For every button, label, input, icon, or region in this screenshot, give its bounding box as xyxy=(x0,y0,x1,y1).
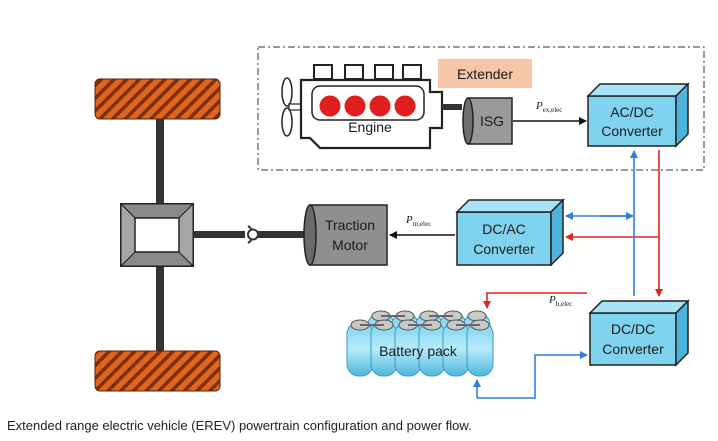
piston-3 xyxy=(369,95,391,117)
acdc-line2: Converter xyxy=(601,123,663,139)
p-b-elec-label: Pb,elec xyxy=(548,294,572,308)
piston-1 xyxy=(319,95,341,117)
figure-caption: Extended range electric vehicle (EREV) p… xyxy=(7,418,472,433)
battery-pack: Battery pack xyxy=(346,310,494,377)
p-ex-elec-label: Pex,elec xyxy=(535,100,562,114)
front-tire xyxy=(94,78,221,120)
differential xyxy=(119,202,195,268)
rear-tire xyxy=(94,350,221,392)
battery-label: Battery pack xyxy=(379,343,458,359)
engine-label: Engine xyxy=(348,119,392,135)
acdc-line1: AC/DC xyxy=(610,104,654,120)
universal-joint-icon xyxy=(247,225,306,244)
dcac-line1: DC/AC xyxy=(482,221,526,237)
dcac-converter: DC/AC Converter xyxy=(455,198,565,267)
piston-4 xyxy=(394,95,416,117)
extender-enclosure xyxy=(257,46,705,171)
engine: Engine xyxy=(281,64,462,150)
blue-power-flow xyxy=(473,150,638,399)
dcac-line2: Converter xyxy=(473,241,535,257)
isg: ISG xyxy=(462,97,513,145)
red-power-flow xyxy=(483,150,663,309)
p-m-elec-label: Pm,elec xyxy=(405,214,431,228)
extender-label: Extender xyxy=(457,66,513,82)
dcdc-converter: DC/DC Converter xyxy=(588,299,690,367)
piston-2 xyxy=(344,95,366,117)
traction-line2: Motor xyxy=(332,237,368,253)
isg-label: ISG xyxy=(480,113,504,129)
extender-label-box xyxy=(438,59,532,88)
fan-icon xyxy=(281,77,302,137)
traction-line1: Traction xyxy=(325,217,375,233)
dcdc-line2: Converter xyxy=(602,341,664,357)
acdc-converter: AC/DC Converter xyxy=(586,82,690,148)
traction-motor: Traction Motor xyxy=(303,204,388,266)
dcdc-line1: DC/DC xyxy=(611,321,655,337)
battery-cells-front xyxy=(346,315,494,377)
